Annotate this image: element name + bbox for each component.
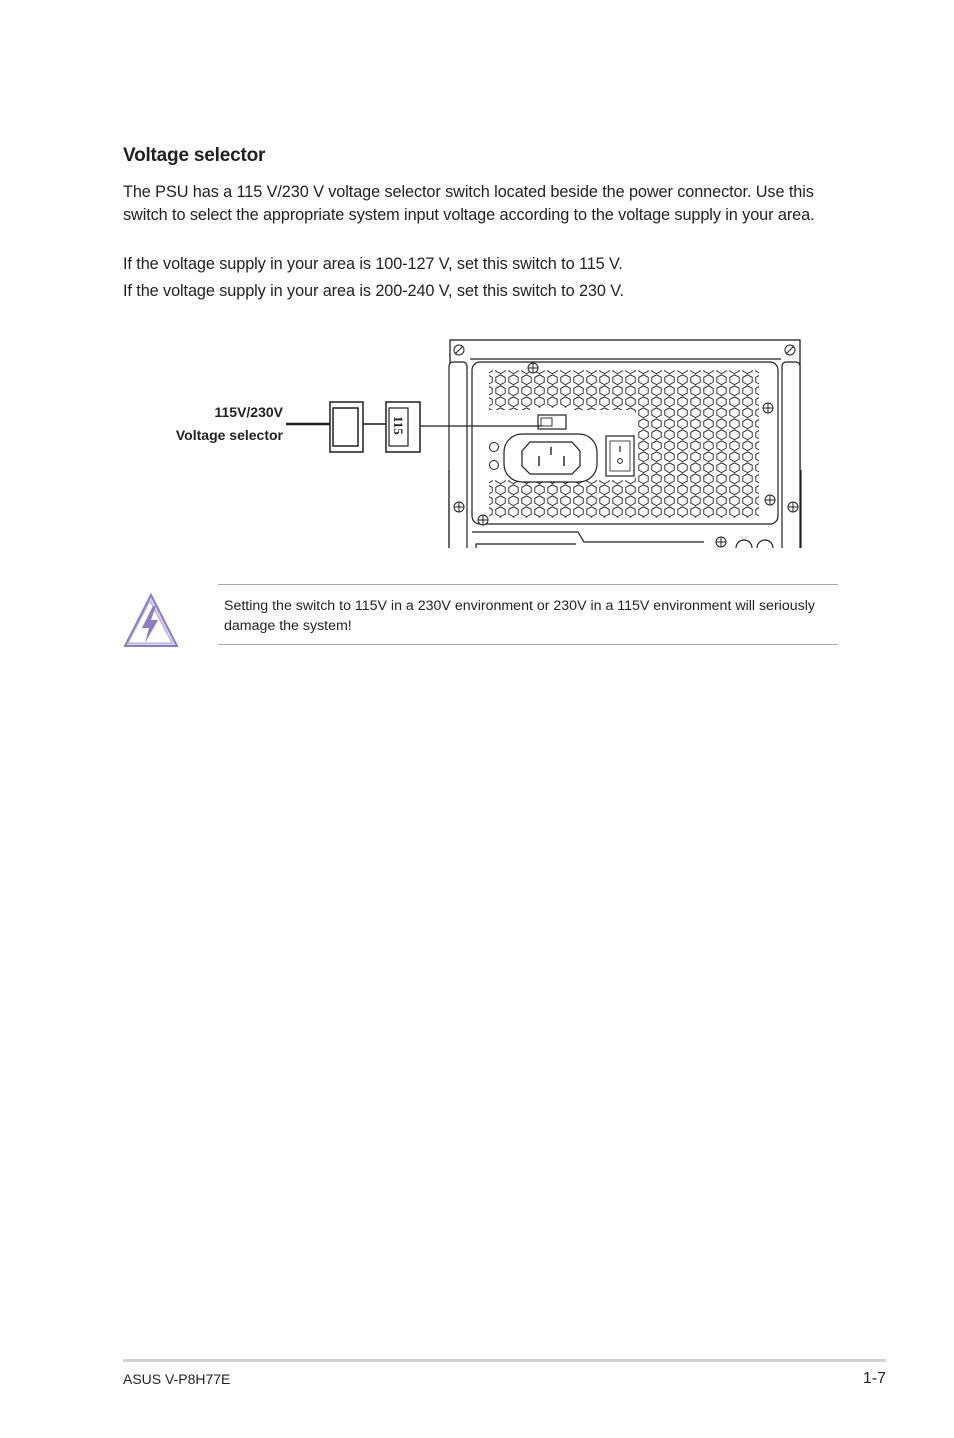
psu-diagram: 115 (286, 339, 802, 548)
paragraph-115v: If the voltage supply in your area is 10… (123, 255, 623, 273)
switch-value-text: 115 (391, 416, 406, 435)
note-divider-bottom (218, 644, 838, 645)
power-rocker-switch (605, 435, 635, 477)
screw-icon (453, 344, 799, 548)
warning-note-text: Setting the switch to 115V in a 230V env… (224, 598, 815, 634)
page-number: 1-7 (862, 1370, 886, 1387)
note-divider-top (218, 584, 838, 585)
callout-label-selector: Voltage selector (175, 427, 283, 443)
footer-product-name: ASUS V-P8H77E (123, 1371, 231, 1387)
callout-label-voltage: 115V/230V (214, 404, 283, 420)
warning-lightning-icon (123, 592, 179, 647)
paragraph-230v: If the voltage supply in your area is 20… (123, 282, 624, 300)
psu-rear-panel (448, 339, 801, 548)
section-heading: Voltage selector (123, 145, 266, 166)
ac-power-inlet (503, 433, 598, 483)
intro-paragraph: The PSU has a 115 V/230 V voltage select… (123, 183, 815, 224)
footer-divider (123, 1359, 886, 1362)
